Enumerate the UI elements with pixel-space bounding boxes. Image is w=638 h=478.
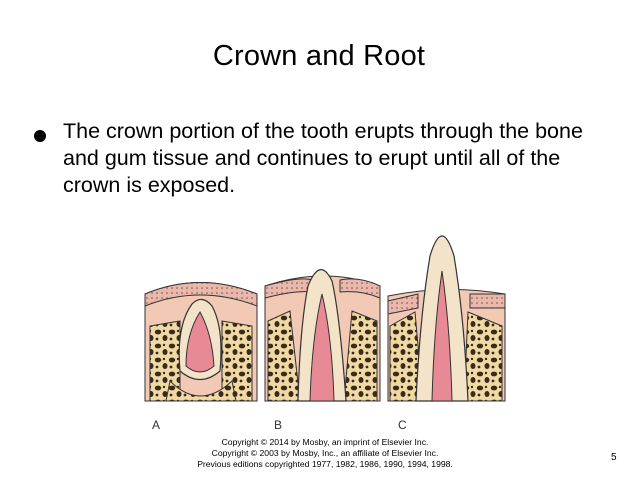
figure-label-c: C [398, 418, 407, 432]
copyright-line: Copyright © 2014 by Mosby, an imprint of… [221, 437, 429, 447]
figure-label-a: A [152, 418, 161, 432]
tooth-eruption-illustration [144, 235, 506, 402]
slide-title: Crown and Root [212, 40, 426, 72]
figure-label-b: B [274, 418, 283, 432]
page-number: 5 [611, 452, 617, 463]
panel-a-drawing [144, 282, 258, 402]
copyright-notice: Copyright © 2014 by Mosby, an imprint of… [150, 437, 500, 470]
panel-c-drawing [387, 235, 506, 402]
bullet-item: The crown portion of the tooth erupts th… [63, 119, 583, 197]
bullet-icon [34, 130, 46, 142]
copyright-line: Copyright © 2003 by Mosby, Inc., an affi… [211, 448, 439, 458]
panel-b-drawing [264, 269, 381, 402]
copyright-line: Previous editions copyrighted 1977, 1982… [197, 459, 453, 469]
